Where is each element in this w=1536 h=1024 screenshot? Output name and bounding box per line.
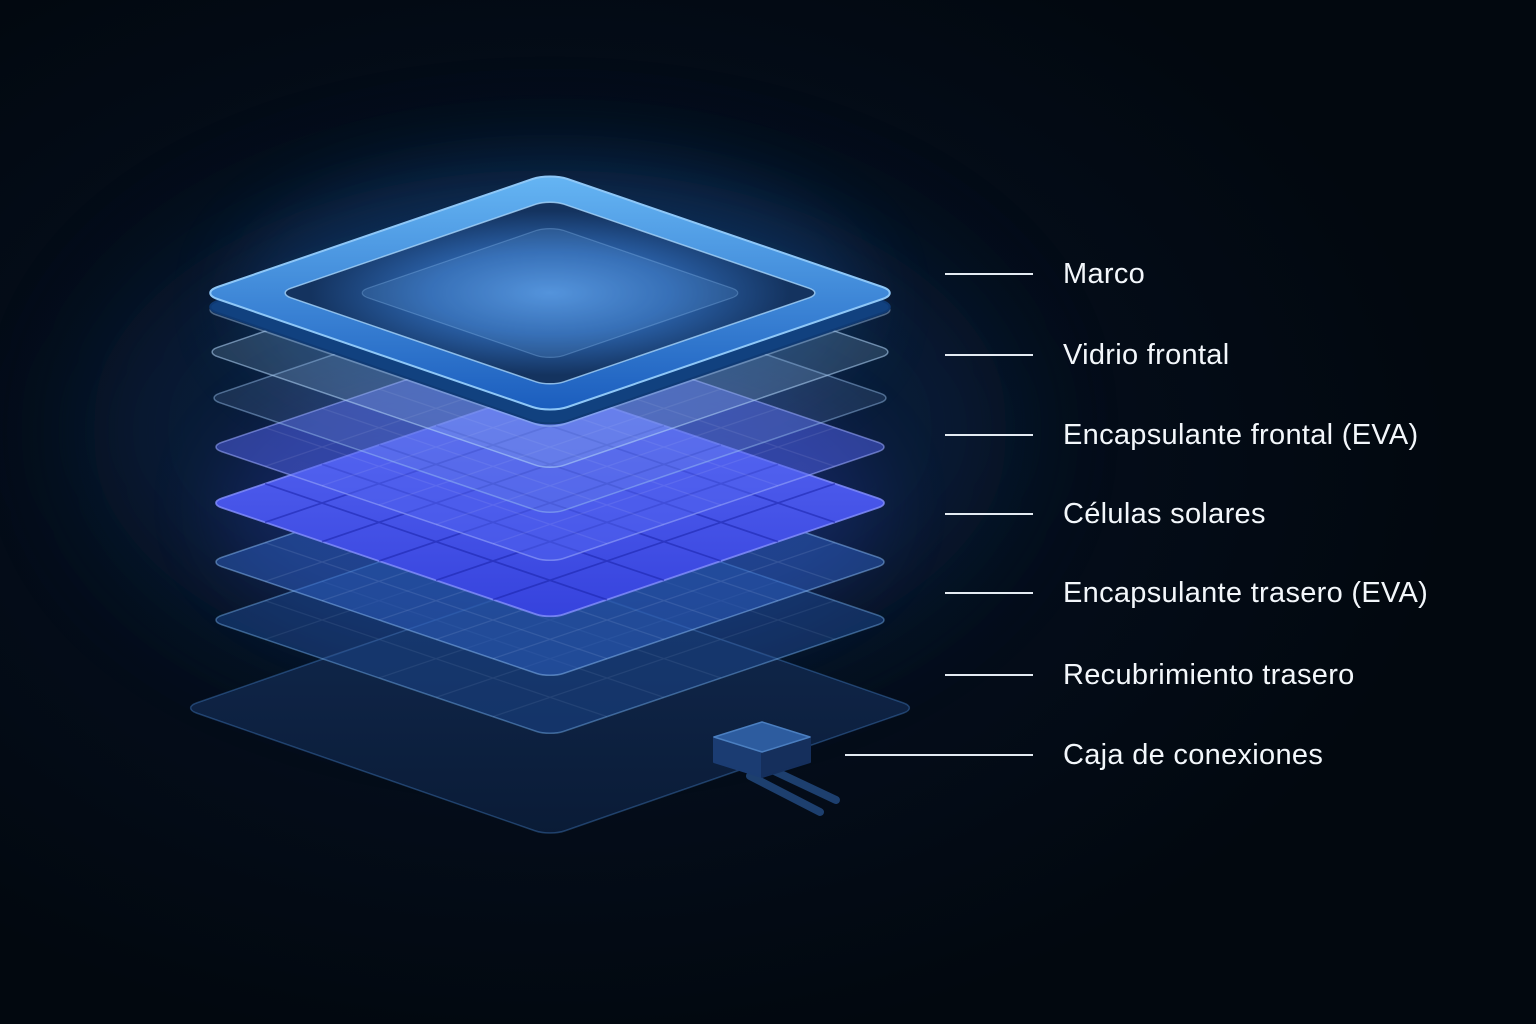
- leader-line: [945, 592, 1033, 594]
- layer-label: Caja de conexiones: [1063, 738, 1324, 771]
- junction-wire: [746, 772, 824, 816]
- leader-line: [945, 513, 1033, 515]
- leader-line: [845, 754, 1033, 756]
- label-row-celulas-solares: Células solares: [945, 494, 1266, 534]
- label-row-recubrimiento-trasero: Recubrimiento trasero: [945, 655, 1355, 695]
- label-row-marco: Marco: [945, 254, 1145, 294]
- leader-line: [945, 434, 1033, 436]
- label-row-encapsulante-frontal: Encapsulante frontal (EVA): [945, 415, 1418, 455]
- label-row-vidrio-frontal: Vidrio frontal: [945, 335, 1229, 375]
- junction-box: [713, 721, 840, 816]
- layer-encapsulante-frontal: [0, 331, 892, 563]
- leader-line: [945, 674, 1033, 676]
- label-row-caja-de-conexiones: Caja de conexiones: [845, 735, 1323, 775]
- layer-marco: [200, 173, 900, 413]
- leader-line: [945, 354, 1033, 356]
- junction-wire: [764, 764, 840, 804]
- label-row-encapsulante-trasero: Encapsulante trasero (EVA): [945, 573, 1428, 613]
- layer-label: Encapsulante trasero (EVA): [1063, 576, 1429, 609]
- layer-label: Marco: [1063, 257, 1146, 290]
- layer-label: Encapsulante frontal (EVA): [1063, 418, 1419, 451]
- leader-line: [945, 273, 1033, 275]
- layer-label: Vidrio frontal: [1063, 338, 1230, 371]
- layer-label: Células solares: [1063, 497, 1266, 530]
- layer-label: Recubrimiento trasero: [1063, 658, 1355, 691]
